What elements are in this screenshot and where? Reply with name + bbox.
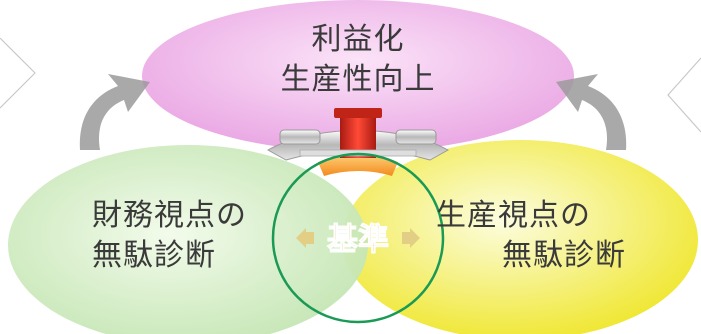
top-ellipse: [142, 0, 574, 152]
right-ellipse-label: 生産視点の 無駄診断: [436, 196, 626, 276]
left-ellipse: [8, 145, 368, 334]
left-ellipse-line1: 財務視点の: [92, 198, 247, 233]
left-chevron-outline: [0, 37, 36, 109]
left-curved-arrow: [79, 74, 150, 150]
left-ellipse-label: 財務視点の 無駄診断: [92, 196, 247, 276]
right-ellipse: [342, 140, 698, 334]
left-ellipse-line2: 無駄診断: [92, 238, 216, 273]
right-curved-arrow: [556, 74, 627, 150]
center-label: 基準: [327, 222, 389, 258]
right-chevron-outline: [667, 57, 701, 133]
central-connector: [266, 108, 450, 176]
right-ellipse-line1: 生産視点の: [436, 198, 591, 233]
overlap-outline: [271, 152, 445, 324]
top-ellipse-label: 利益化 生産性向上: [0, 20, 701, 100]
top-ellipse-line1: 利益化: [311, 22, 405, 57]
top-ellipse-line2: 生産性向上: [280, 62, 436, 97]
center-badge: 基準: [296, 222, 420, 259]
right-ellipse-line2: 無駄診断: [502, 238, 626, 273]
